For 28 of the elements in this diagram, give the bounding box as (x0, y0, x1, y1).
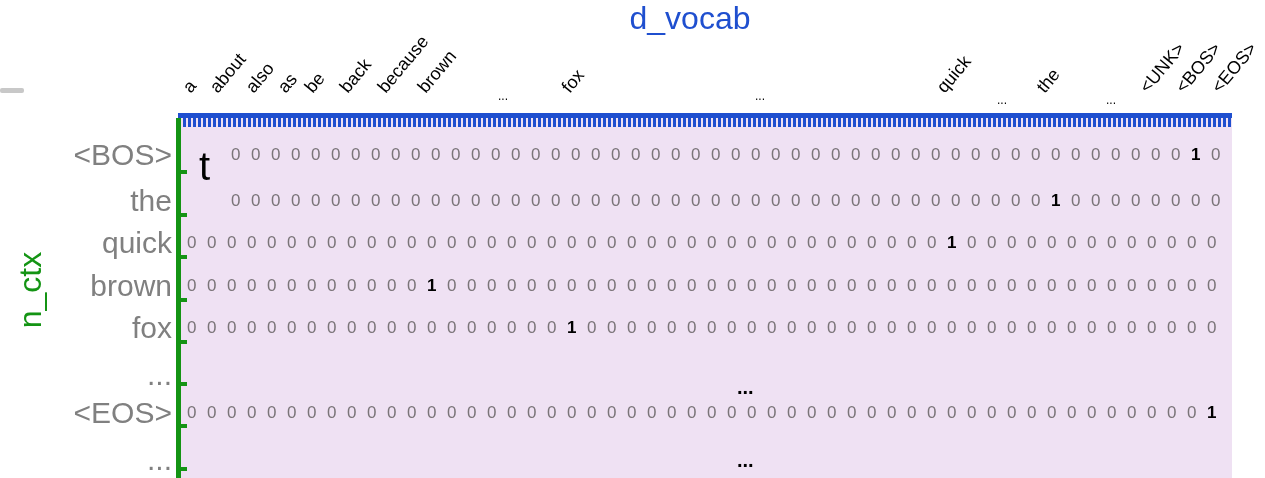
column-label: a (179, 76, 200, 96)
column-label: fox (558, 66, 588, 96)
row-label: ... (147, 445, 172, 475)
row-label: quick (101, 228, 172, 258)
ellipsis: ... (755, 90, 765, 102)
ellipsis: ... (1106, 94, 1116, 106)
matrix-row: 0 0 0 0 0 0 0 0 0 0 0 0 0 0 0 0 0 0 0 0 0 0 0 0 0 0 0 0 0 0 0 0 0 0 0 0 0 0 0 0 0 0 0 0 0 0 0 0 0 0 0 1 (187, 404, 1220, 421)
row-label: ... (147, 360, 172, 390)
matrix-row: 0 0 0 0 0 0 0 0 0 0 0 0 0 0 0 0 0 0 0 0 0 0 0 0 0 0 0 0 0 0 0 0 0 0 0 0 0 0 0 0 0 1 0 0 0 0 0 0 0 0 (231, 192, 1224, 209)
column-label: as (274, 69, 301, 96)
row-label: fox (131, 313, 172, 343)
matrix-row: 0 0 0 0 0 0 0 0 0 0 0 0 0 0 0 0 0 0 0 0 0 0 0 0 0 0 0 0 0 0 0 0 0 0 0 0 0 0 1 0 0 0 0 0 0 0 0 0 0 0 0 0 (187, 234, 1220, 251)
matrix-label: t (199, 146, 211, 186)
matrix-row: 0 0 0 0 0 0 0 0 0 0 0 0 1 0 0 0 0 0 0 0 0 0 0 0 0 0 0 0 0 0 0 0 0 0 0 0 0 0 0 0 0 0 0 0 0 0 0 0 0 0 0 0 (187, 277, 1220, 294)
axis-title: n_ctx (14, 251, 46, 329)
axis-title: d_vocab (629, 2, 751, 34)
ellipsis: ... (737, 450, 754, 470)
row-label: <BOS> (73, 140, 172, 170)
row-label: brown (90, 271, 172, 301)
column-label: be (301, 69, 328, 96)
row-label: the (130, 186, 172, 216)
row-label: <EOS> (73, 398, 172, 428)
ellipsis: ... (498, 90, 508, 102)
ellipsis: ... (737, 377, 754, 397)
column-label: the (1033, 65, 1064, 96)
matrix-row: 0 0 0 0 0 0 0 0 0 0 0 0 0 0 0 0 0 0 0 1 0 0 0 0 0 0 0 0 0 0 0 0 0 0 0 0 0 0 0 0 0 0 0 0 0 0 0 0 0 0 0 0 (187, 319, 1220, 336)
ellipsis: ... (997, 94, 1007, 106)
matrix-row: 0 0 0 0 0 0 0 0 0 0 0 0 0 0 0 0 0 0 0 0 0 0 0 0 0 0 0 0 0 0 0 0 0 0 0 0 0 0 0 0 0 0 0 0 0 0 0 0 1 0 (231, 146, 1224, 163)
